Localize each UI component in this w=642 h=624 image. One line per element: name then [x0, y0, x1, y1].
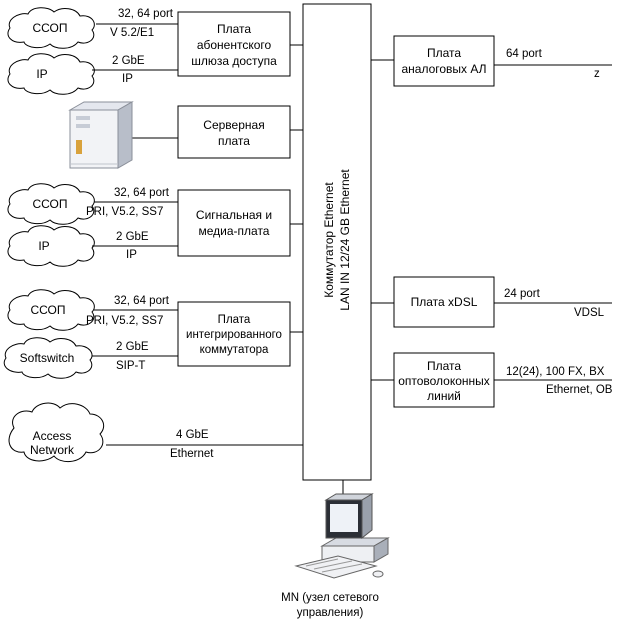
link-label: V 5.2/E1: [110, 27, 154, 39]
board-label: линий: [427, 389, 461, 403]
link-label: 2 GbE: [116, 341, 149, 353]
cloud-label: IP: [36, 67, 47, 81]
board-xdsl: Плата xDSL: [393, 276, 495, 328]
cloud-icon: [7, 183, 95, 225]
board-label: интегрированного: [186, 329, 282, 341]
link-label: 32, 64 port: [114, 187, 170, 199]
board-label: Серверная: [203, 118, 264, 132]
cloud-ip-2: IP: [7, 225, 95, 267]
server-tower-icon: [68, 101, 134, 169]
board-label: Плата: [427, 359, 461, 373]
cloud-label: ССОП: [32, 21, 67, 35]
board-integrated-switch: Плата интегрированного коммутатора: [177, 301, 291, 367]
cloud-ip-1: IP: [7, 53, 95, 95]
board-label: Плата: [218, 314, 251, 326]
board-box: [177, 301, 291, 367]
link-label: SIP-T: [116, 360, 145, 372]
switch-label: Коммутатор Ethernet: [322, 182, 336, 298]
board-label: оптоволоконных: [398, 374, 490, 388]
left-links: [92, 23, 303, 446]
switch-label: LAN IN 12/24 GB Ethernet: [338, 169, 352, 311]
link-label: 4 GbE: [176, 429, 209, 441]
switch-box: [302, 3, 372, 481]
board-box: [177, 189, 291, 257]
mn-label: управления): [297, 607, 364, 619]
board-box: [177, 11, 291, 77]
board-label: Сигнальная и: [196, 208, 272, 222]
link-label: PRI, V5.2, SS7: [86, 315, 163, 327]
cloud-label: ССОП: [32, 197, 67, 211]
board-label: шлюза доступа: [191, 54, 277, 68]
cloud-icon: [7, 225, 95, 267]
board-label: плата: [218, 134, 250, 148]
link-label: VDSL: [574, 307, 605, 319]
board-label: Плата: [427, 46, 461, 60]
link-label: z: [594, 68, 600, 80]
link-label: PRI, V5.2, SS7: [86, 206, 163, 218]
board-label: медиа-плата: [199, 224, 270, 238]
ethernet-switch: Коммутатор Ethernet LAN IN 12/24 GB Ethe…: [302, 3, 372, 481]
cloud-ssop-2: ССОП: [7, 183, 95, 225]
link-label: 2 GbE: [116, 231, 149, 243]
cloud-access-network: Access Network: [8, 402, 105, 462]
board-label: коммутатора: [200, 344, 269, 356]
computer-workstation-icon: [294, 493, 390, 579]
board-box: [393, 276, 495, 328]
cloud-label: Access: [33, 429, 72, 443]
board-box: [177, 105, 291, 159]
link-label: Ethernet, OB: [546, 384, 613, 396]
mn-label: MN (узел сетевого: [281, 592, 379, 604]
cloud-label: Network: [30, 443, 75, 457]
link-label: 32, 64 port: [114, 295, 170, 307]
cloud-label: IP: [38, 239, 49, 253]
board-label: Плата xDSL: [411, 295, 478, 309]
link-label: 64 port: [506, 48, 543, 60]
cloud-icon: [7, 289, 95, 331]
cloud-icon: [7, 53, 95, 95]
link-label: IP: [126, 249, 137, 261]
cloud-icon: [3, 337, 93, 379]
link-label: 2 GbE: [112, 55, 145, 67]
board-subscriber-gateway: Плата абонентского шлюза доступа: [177, 11, 291, 77]
cloud-ssop-3: ССОП: [7, 289, 95, 331]
board-signal-media: Сигнальная и медиа-плата: [177, 189, 291, 257]
cloud-ssop-1: ССОП: [7, 7, 95, 49]
cloud-softswitch: Softswitch: [3, 337, 93, 379]
board-box: [393, 352, 495, 408]
cloud-icon: [7, 7, 95, 49]
cloud-icon: [8, 402, 105, 462]
board-label: абонентского: [197, 38, 272, 52]
link-label: 12(24), 100 FX, BX: [506, 366, 605, 378]
link-label: Ethernet: [170, 448, 214, 460]
link-label: IP: [122, 73, 133, 85]
link-label: 32, 64 port: [118, 8, 174, 20]
board-fiber-lines: Плата оптоволоконных линий: [393, 352, 495, 408]
board-server: Серверная плата: [177, 105, 291, 159]
board-box: [393, 35, 495, 87]
board-label: Плата: [217, 22, 251, 36]
link-label: 24 port: [504, 288, 541, 300]
board-analog-lines: Плата аналоговых АЛ: [393, 35, 495, 87]
cloud-label: ССОП: [30, 303, 65, 317]
cloud-label: Softswitch: [20, 351, 75, 365]
board-label: аналоговых АЛ: [401, 62, 486, 76]
